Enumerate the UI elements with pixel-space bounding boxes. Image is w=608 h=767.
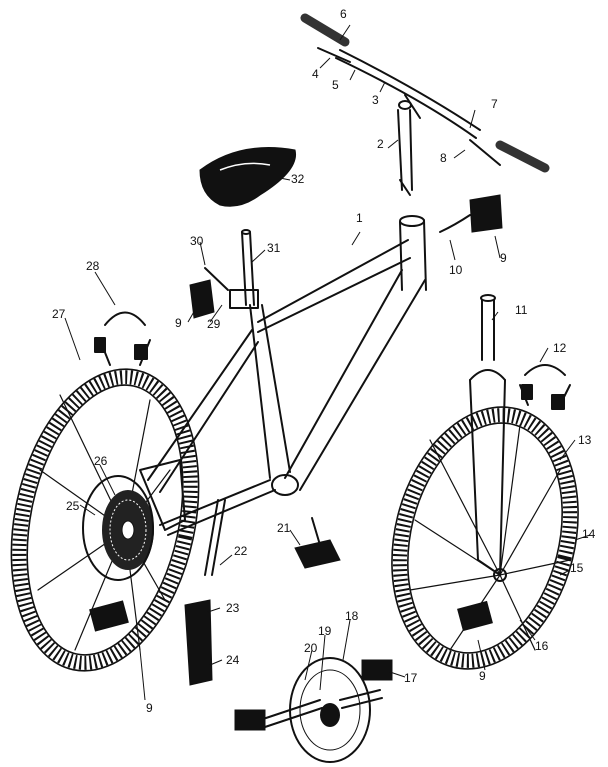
callout-4: 4 (312, 67, 319, 81)
rear-tire-outer-edge (10, 368, 200, 672)
callout-20: 20 (304, 641, 318, 655)
callout-19: 19 (318, 624, 332, 638)
callout-14: 14 (582, 527, 596, 541)
stem (397, 94, 421, 196)
callout-leaders (64, 24, 591, 701)
reflector-bracket (439, 214, 471, 233)
callout-24: 24 (226, 653, 240, 667)
callout-1: 1 (356, 211, 363, 225)
rear-tire (12, 370, 198, 670)
callout-29: 29 (207, 317, 221, 331)
crankset (259, 657, 383, 763)
seatpost (241, 229, 255, 306)
callout-5: 5 (332, 78, 339, 92)
rear-reflector-bracket (189, 279, 215, 319)
saddle (199, 147, 297, 207)
callout-32: 32 (291, 172, 305, 186)
callout-8: 8 (440, 151, 447, 165)
callout-9-front-bracket: 9 (500, 251, 507, 265)
callout-13: 13 (578, 433, 592, 447)
callout-6: 6 (340, 7, 347, 21)
front-tire-outer-edge (391, 406, 579, 670)
front-reflector (457, 600, 493, 632)
front-fork (469, 294, 506, 576)
callout-23: 23 (226, 601, 240, 615)
callout-9-rear-wheel: 9 (146, 701, 153, 715)
rear-wheel (10, 368, 200, 672)
front-rim (407, 422, 563, 654)
freewheel (102, 490, 154, 570)
callout-16: 16 (535, 639, 549, 653)
handlebar (300, 13, 550, 173)
pedal-right (361, 659, 393, 681)
pedal-left (234, 709, 266, 731)
callout-28: 28 (86, 259, 100, 273)
seat-clamp (204, 267, 259, 309)
frame (139, 215, 427, 536)
callout-17: 17 (404, 671, 418, 685)
callout-25: 25 (66, 499, 80, 513)
rear-brake-caliper (94, 311, 151, 366)
callout-10: 10 (449, 263, 463, 277)
callout-21: 21 (277, 521, 291, 535)
front-derailleur (294, 539, 341, 569)
callout-12: 12 (553, 341, 567, 355)
callout-22: 22 (234, 544, 248, 558)
front-tire (392, 408, 578, 668)
crank-arm (259, 699, 323, 729)
rear-reflector (89, 600, 129, 632)
front-brake-caliper (519, 364, 571, 410)
callout-7: 7 (491, 97, 498, 111)
callout-labels: 1 2 3 4 5 6 7 8 9 9 9 9 10 11 12 13 14 1… (52, 7, 596, 715)
callout-15: 15 (570, 561, 584, 575)
rear-derailleur (184, 599, 213, 686)
rear-hub (82, 475, 154, 581)
callout-18: 18 (345, 609, 359, 623)
callout-27: 27 (52, 307, 66, 321)
callout-26: 26 (94, 454, 108, 468)
callout-9-rear-bracket: 9 (175, 316, 182, 330)
callout-2: 2 (377, 137, 384, 151)
callout-9-front-wheel: 9 (479, 669, 486, 683)
callout-31: 31 (267, 241, 281, 255)
front-wheel (391, 406, 579, 670)
kickstand (204, 499, 226, 576)
rear-rim (26, 384, 184, 656)
front-reflector-bracket (469, 194, 503, 233)
callout-3: 3 (372, 93, 379, 107)
callout-30: 30 (190, 234, 204, 248)
callout-11: 11 (515, 303, 528, 317)
